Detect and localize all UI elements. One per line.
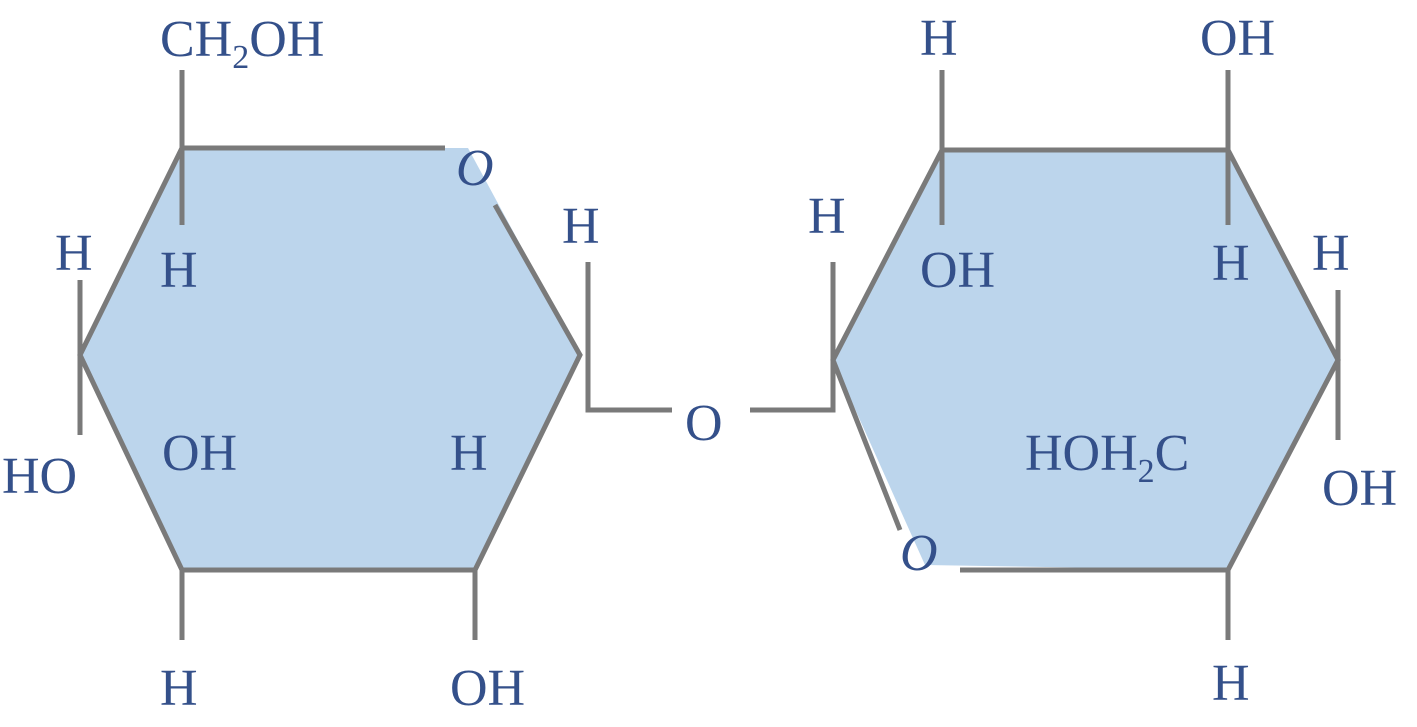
left-h: H: [55, 225, 93, 282]
right-h: H: [1312, 225, 1350, 282]
bottom-left-h: H: [160, 660, 198, 717]
right-top-left-oh: OH: [920, 242, 995, 299]
right-bottom-h: H: [1212, 655, 1250, 712]
right-ring: [833, 150, 1338, 570]
glycosidic-bond-right: [750, 262, 836, 413]
left-ring-oxygen: O: [456, 140, 494, 197]
right-anomeric-h: H: [808, 188, 846, 245]
right-top-right-oh: OH: [1200, 10, 1275, 67]
inner-oh: OH: [162, 425, 237, 482]
glycosidic-bond-left: [585, 262, 672, 413]
right-oh: OH: [1322, 460, 1397, 517]
left-ho: HO: [2, 448, 77, 505]
right-ring-oxygen: O: [900, 525, 938, 582]
right-top-left-h: H: [920, 10, 958, 67]
bottom-right-oh: OH: [450, 660, 525, 717]
bridge-oxygen: O: [685, 395, 723, 452]
hoh2c-label: HOH2C: [1025, 425, 1189, 490]
left-top-h: H: [160, 242, 198, 299]
ch2oh-label: CH2OH: [160, 11, 324, 76]
left-ring: [80, 148, 580, 570]
left-anomeric-h: H: [562, 198, 600, 255]
right-top-right-h: H: [1212, 235, 1250, 292]
inner-h: H: [450, 425, 488, 482]
